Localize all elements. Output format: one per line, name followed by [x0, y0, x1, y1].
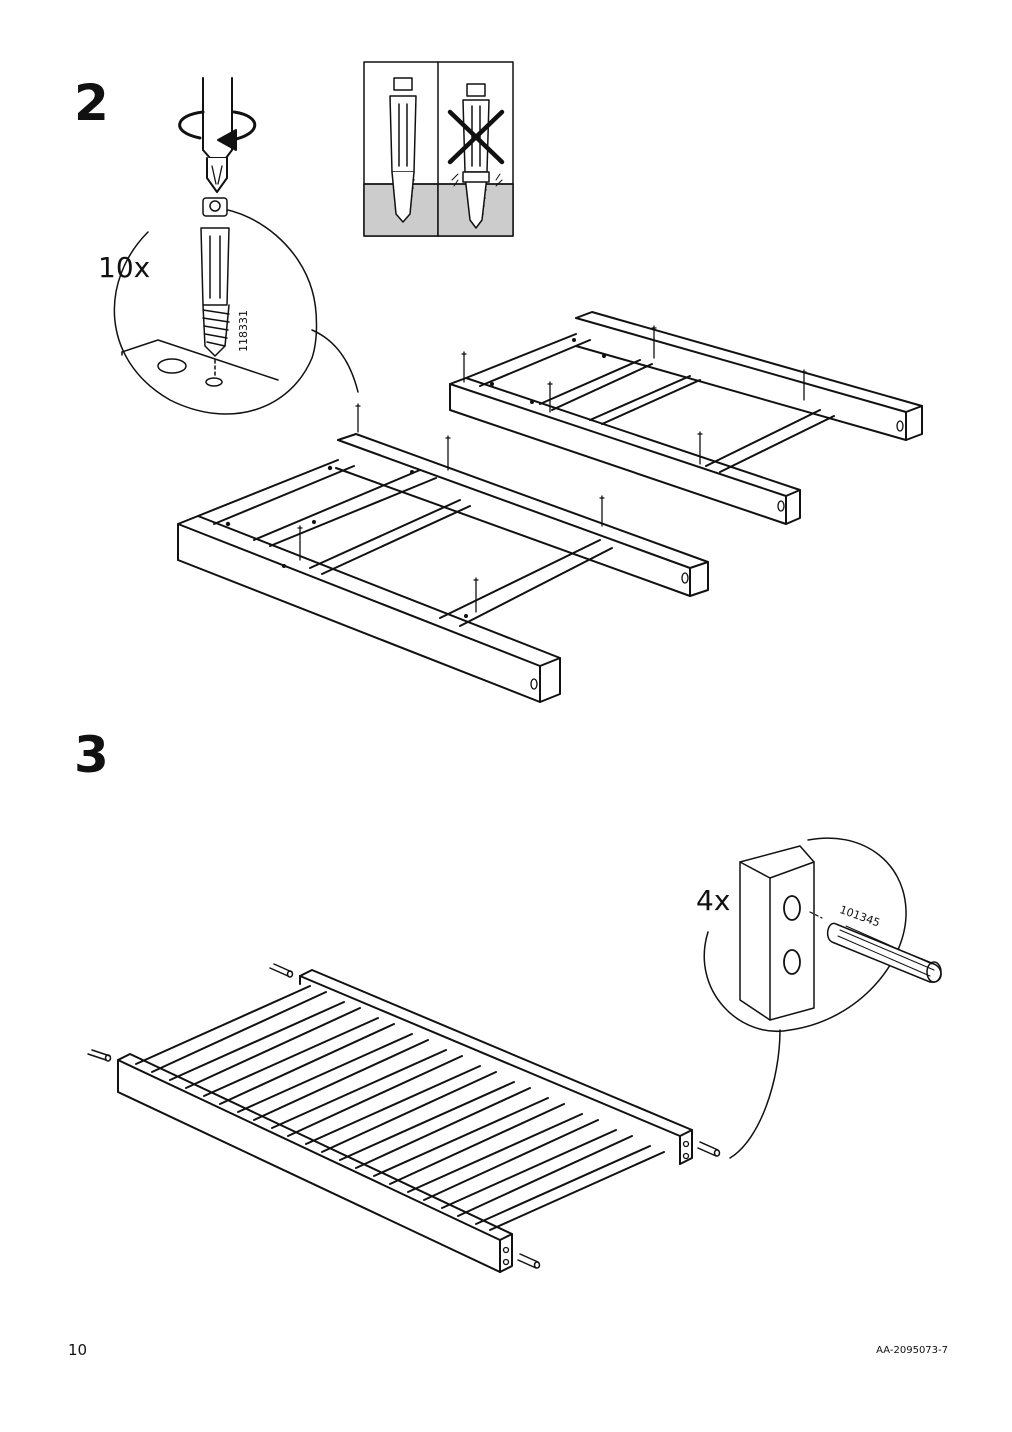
- cam-screws-front-frame: [297, 403, 605, 613]
- detail-callout-circle: [113, 207, 359, 415]
- bed-frame-end-front: [177, 433, 709, 703]
- document-code: AA-2095073-7: [876, 1345, 948, 1356]
- page-number: 10: [68, 1341, 88, 1359]
- cam-screws-back-frame: [461, 325, 807, 465]
- bed-frame-end-back: [449, 311, 923, 525]
- cam-lock-screw-icon: [200, 197, 230, 379]
- wooden-dowel-icon: [87, 963, 721, 1269]
- cross-out-icon: [447, 109, 505, 165]
- step-2-number: 2: [74, 74, 109, 132]
- board-surface-detail: [121, 339, 279, 387]
- rotate-arrow-icon: [178, 110, 257, 151]
- step-3-quantity: 4x: [696, 884, 731, 917]
- slatted-panel: [117, 969, 693, 1273]
- dowel-detail-callout: [703, 837, 942, 1159]
- step-3-number: 3: [74, 726, 109, 784]
